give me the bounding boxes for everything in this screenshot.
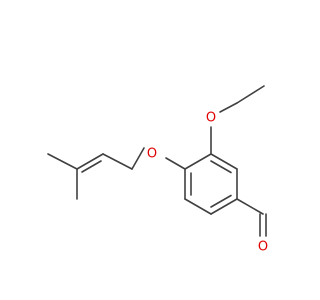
ethoxy-bond-ch2-ch3 (236, 85, 265, 104)
ring-bond-6 (184, 153, 212, 170)
molecule-diagram: O O O (47, 85, 268, 255)
ring-double-1 (210, 160, 232, 174)
prenyl-double-2 (81, 160, 102, 173)
atom-label-o-prenyloxy: O (147, 147, 157, 162)
ring-bond-4 (184, 198, 212, 215)
ring-bond-1 (210, 153, 238, 170)
prenyl-bond-ch2-ch (102, 153, 133, 170)
prenyl-bond-o-ch2 (131, 147, 145, 170)
prenyl-double-1 (76, 153, 104, 170)
ethoxy-bond-o-ch2 (219, 102, 238, 113)
atom-label-o-ethoxy: O (206, 111, 216, 126)
ring-double-2 (210, 194, 232, 208)
prenyl-bond-methyl-1 (47, 153, 78, 170)
ring-bond-3 (210, 198, 238, 215)
prenyl-bond-ring-o (165, 157, 186, 170)
aldehyde-bond-ring-c (236, 198, 264, 215)
atom-label-o-aldehyde: O (258, 240, 268, 255)
structure-canvas: O O O (47, 85, 269, 255)
